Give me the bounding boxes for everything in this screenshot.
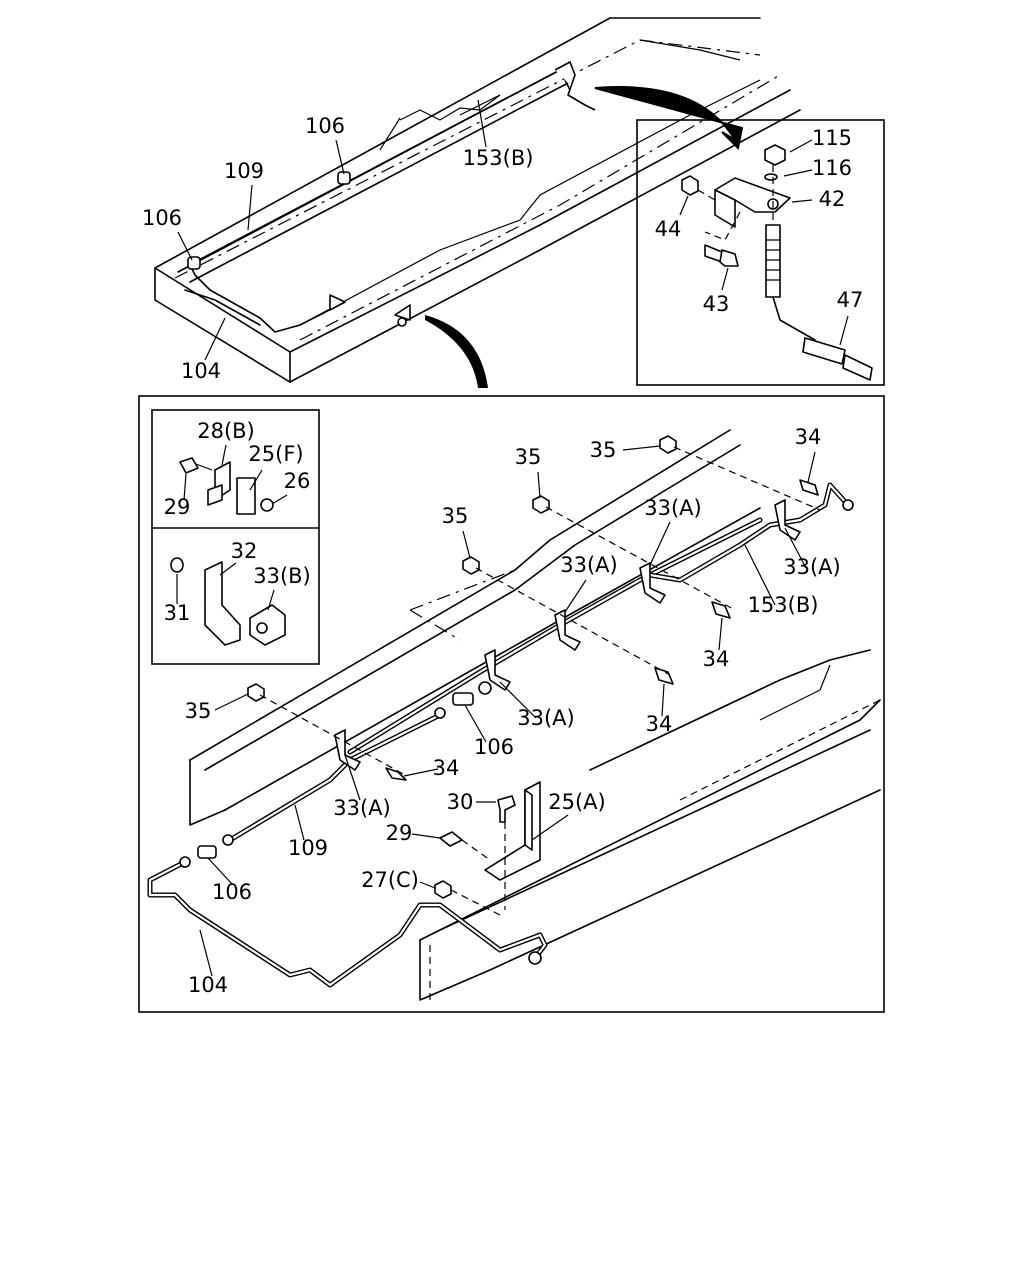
nut-35a-icon: [659, 435, 677, 454]
bolt-34a-icon: [799, 479, 819, 496]
bracket-42-side-icon: [714, 189, 736, 228]
arrow-to-main-icon: [425, 315, 488, 388]
washer-31-icon: [170, 557, 184, 573]
tv-nut-icon: [397, 317, 407, 327]
callout-mv-35c: 35: [442, 504, 469, 528]
callout-di-43: 43: [703, 292, 730, 316]
hose-47-nut-icon: [842, 354, 873, 381]
callout-di-116: 116: [812, 156, 852, 180]
callout-tv-104: 104: [181, 359, 221, 383]
nut-35b-icon: [532, 495, 550, 514]
callout-mv-33a4: 33(A): [517, 706, 574, 730]
clamp-33a-2-icon: [484, 649, 511, 691]
nut-35c-icon: [462, 556, 480, 575]
callout-mv-33a3: 33(A): [783, 555, 840, 579]
callout-di-42: 42: [819, 187, 846, 211]
callout-mv-27c: 27(C): [361, 868, 419, 892]
callout-mv-34b: 34: [703, 647, 730, 671]
bolt-34b-icon: [711, 601, 731, 619]
callout-mv-106b: 106: [212, 880, 252, 904]
plate-25f-icon: [236, 477, 256, 515]
callout-mv-35a: 35: [590, 438, 617, 462]
washer-116-icon: [764, 173, 778, 181]
callout-mv-33a1: 33(A): [644, 496, 701, 520]
nut-44-icon: [681, 175, 699, 196]
callout-mv-33a2: 33(A): [560, 553, 617, 577]
detail-inset-frame: [636, 119, 885, 386]
nut-35d-icon: [247, 683, 265, 702]
callout-cu-25f: 25(F): [248, 442, 303, 466]
callout-mv-34d: 34: [433, 756, 460, 780]
hose-47-end-icon: [802, 337, 846, 365]
bolt-43-head-icon: [719, 249, 739, 267]
clamp-33a-3-icon: [554, 609, 581, 651]
bolt-34d-icon: [385, 767, 407, 781]
fitting-106a-icon: [452, 692, 474, 706]
callout-mv-29: 29: [386, 821, 413, 845]
hose-47-fitting-icon: [765, 224, 781, 298]
callout-mv-104: 104: [188, 973, 228, 997]
callout-mv-35d: 35: [185, 699, 212, 723]
callout-mv-106a: 106: [474, 735, 514, 759]
arrow-to-detail-icon: [594, 86, 744, 151]
bolt-29-icon: [439, 831, 463, 847]
callout-mv-35b: 35: [515, 445, 542, 469]
nut-26-icon: [260, 498, 274, 512]
callout-tv-109: 109: [224, 159, 264, 183]
clamp-32-icon: [204, 561, 241, 646]
tv-hose-153b-icon: [554, 61, 596, 111]
clamp-inset-frame: [151, 409, 320, 665]
callout-mv-30: 30: [447, 790, 474, 814]
main-view-frame: [138, 395, 885, 1013]
callout-mv-33a5: 33(A): [333, 796, 390, 820]
bolt-29-inset-icon: [179, 457, 199, 474]
fitting-106b-icon: [197, 845, 217, 859]
nut-27c-icon: [434, 880, 452, 899]
bolt-43-shank-icon: [704, 244, 723, 263]
callout-di-44: 44: [655, 217, 682, 241]
callout-mv-109: 109: [288, 836, 328, 860]
callout-tv-106a: 106: [305, 114, 345, 138]
bolt-34c-icon: [654, 667, 674, 685]
cushion-33b-icon: [249, 604, 286, 646]
tv-bracket-icon: [329, 294, 346, 311]
callout-cu-26: 26: [284, 469, 311, 493]
top-view: [154, 17, 801, 388]
nut-115-icon: [764, 144, 786, 166]
callout-di-115: 115: [812, 126, 852, 150]
callout-cu-28b: 28(B): [197, 419, 255, 443]
tv-fitting-106b-icon: [187, 256, 201, 270]
callout-cl-32: 32: [231, 539, 258, 563]
callout-mv-153b: 153(B): [748, 593, 819, 617]
callout-cu-29: 29: [164, 495, 191, 519]
callout-mv-34c: 34: [646, 712, 673, 736]
clamp-33a-4-icon: [639, 562, 666, 604]
callout-di-47: 47: [837, 288, 864, 312]
callout-tv-153b: 153(B): [463, 146, 534, 170]
detail-inset: [636, 119, 885, 386]
clamp-33a-1-icon: [334, 729, 361, 771]
callout-tv-106b: 106: [142, 206, 182, 230]
callout-mv-25a: 25(A): [548, 790, 605, 814]
main-view: [138, 395, 885, 1013]
callout-cl-31: 31: [164, 601, 191, 625]
callout-cl-33b: 33(B): [253, 564, 311, 588]
callout-mv-34a: 34: [795, 425, 822, 449]
clamp-33a-5-icon: [774, 499, 801, 541]
bolt-30-icon: [497, 795, 516, 823]
